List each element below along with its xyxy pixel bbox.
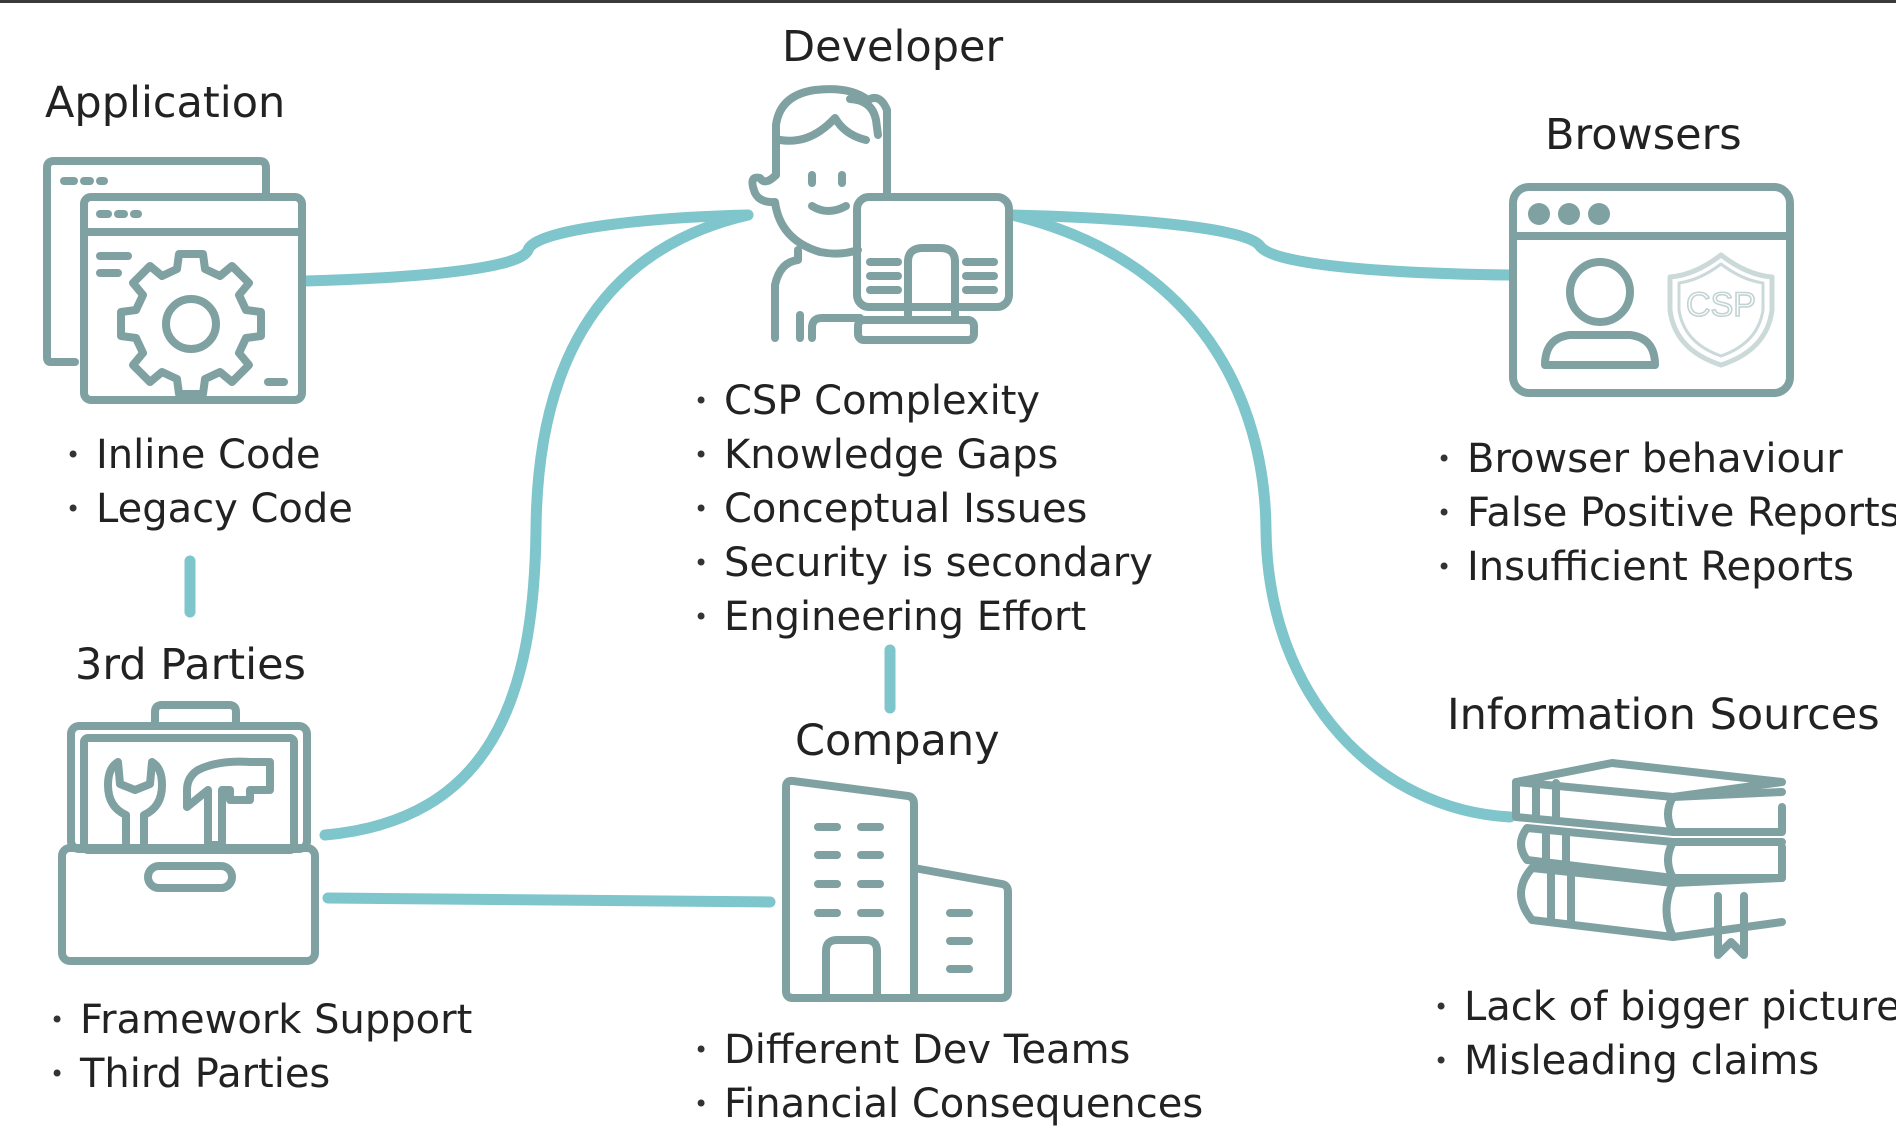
list-item: Misleading claims [1430, 1034, 1896, 1088]
developer-issues-list: CSP Complexity Knowledge Gaps Conceptual… [690, 374, 1153, 644]
connector-third-parties-company [322, 892, 776, 908]
connector-application-developer [299, 209, 754, 287]
list-item: Lack of bigger picture [1430, 980, 1896, 1034]
connector-developer-browsers [1006, 209, 1516, 281]
connector-developer-information-sources [1006, 209, 1516, 823]
application-title: Application [45, 78, 286, 128]
list-item: Conceptual Issues [690, 482, 1153, 536]
list-item: Browser behaviour [1433, 432, 1896, 486]
list-item: Security is secondary [690, 536, 1153, 590]
list-item: CSP Complexity [690, 374, 1153, 428]
list-item: Framework Support [46, 993, 472, 1047]
third-parties-issues-list: Framework Support Third Parties [46, 993, 472, 1101]
third-parties-title: 3rd Parties [75, 640, 306, 690]
application-issues-list: Inline Code Legacy Code [62, 428, 353, 536]
company-issues-list: Different Dev Teams Financial Consequenc… [690, 1023, 1203, 1131]
top-border [0, 0, 1896, 3]
developer-title: Developer [782, 22, 1004, 72]
list-item: Inline Code [62, 428, 353, 482]
csp-badge-label: CSP [1686, 286, 1756, 324]
information-sources-title: Information Sources [1447, 690, 1880, 740]
list-item: False Positive Reports [1433, 486, 1896, 540]
list-item: Legacy Code [62, 482, 353, 536]
browsers-issues-list: Browser behaviour False Positive Reports… [1433, 432, 1896, 594]
browsers-title: Browsers [1545, 110, 1742, 160]
list-item: Different Dev Teams [690, 1023, 1203, 1077]
list-item: Insufficient Reports [1433, 540, 1896, 594]
connector-developer-third-parties [319, 209, 754, 841]
list-item: Engineering Effort [690, 590, 1153, 644]
list-item: Knowledge Gaps [690, 428, 1153, 482]
list-item: Financial Consequences [690, 1077, 1203, 1131]
information-sources-issues-list: Lack of bigger picture Misleading claims [1430, 980, 1896, 1088]
company-title: Company [795, 716, 1000, 766]
list-item: Third Parties [46, 1047, 472, 1101]
